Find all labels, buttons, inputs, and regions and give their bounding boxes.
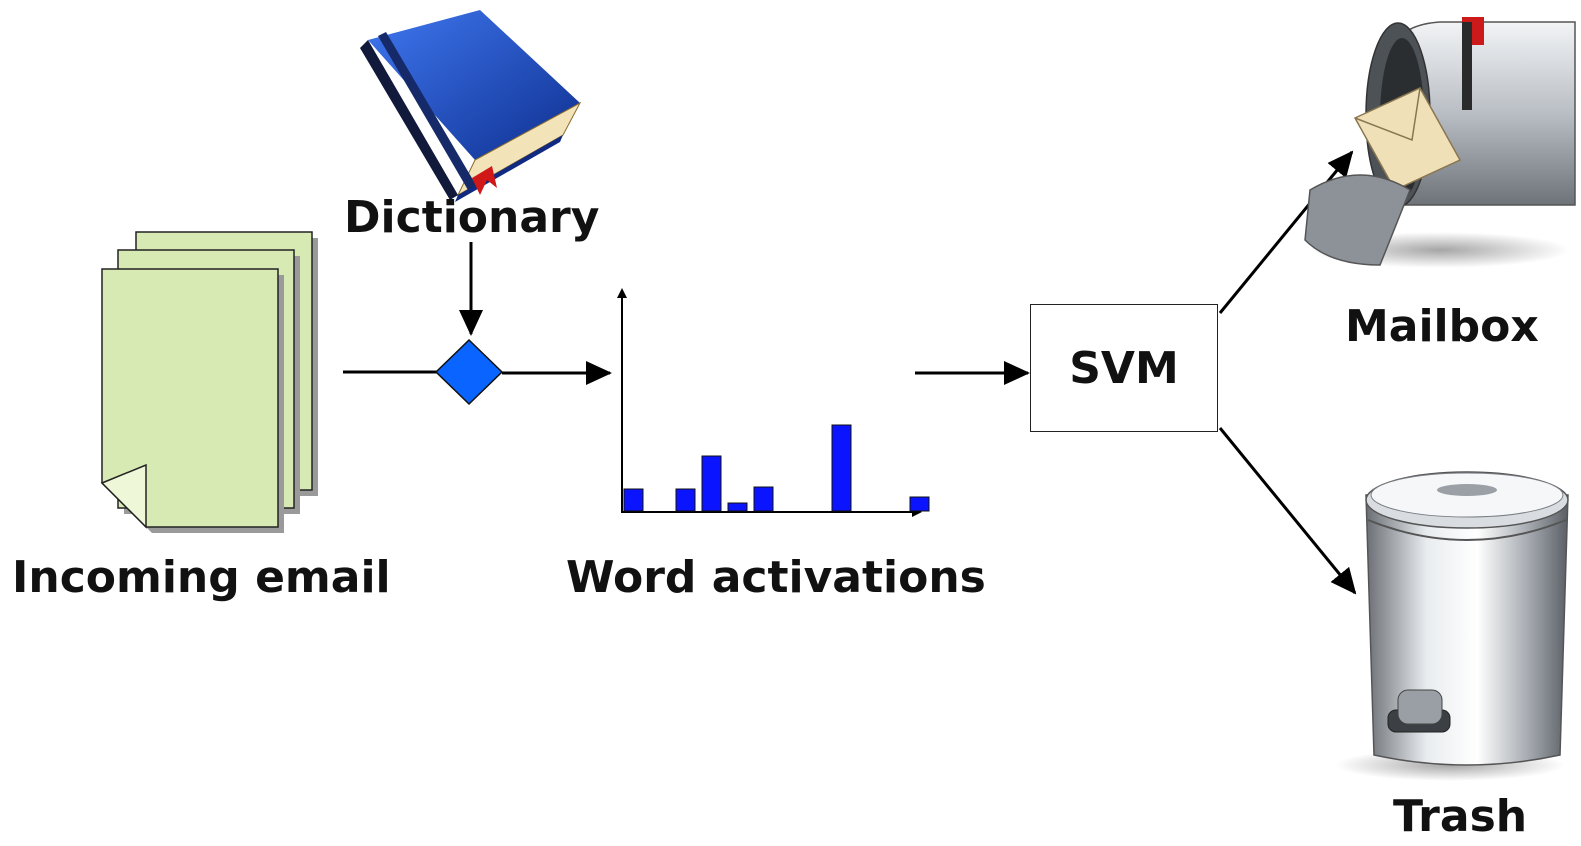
svm-label: SVM bbox=[1069, 342, 1179, 394]
trash-label: Trash bbox=[1393, 791, 1528, 842]
book-icon bbox=[360, 10, 582, 202]
diamond-icon bbox=[434, 338, 504, 406]
mailbox-label: Mailbox bbox=[1345, 301, 1539, 352]
activation-bar bbox=[831, 424, 852, 512]
documents-icon bbox=[100, 231, 318, 533]
activation-bar bbox=[701, 455, 722, 512]
mailbox-icon bbox=[1304, 17, 1576, 268]
incoming-email-label: Incoming email bbox=[12, 552, 391, 603]
word-activations-label: Word activations bbox=[566, 552, 986, 603]
word-activations-chart bbox=[617, 288, 930, 517]
activation-bar bbox=[753, 486, 774, 512]
activation-bar bbox=[909, 496, 930, 512]
activation-bar bbox=[727, 502, 748, 512]
dictionary-label: Dictionary bbox=[344, 192, 600, 243]
activation-bar bbox=[675, 488, 696, 512]
trash-can-icon bbox=[1335, 471, 1569, 781]
activation-bar bbox=[623, 488, 644, 512]
svm-box: SVM bbox=[1030, 304, 1218, 432]
